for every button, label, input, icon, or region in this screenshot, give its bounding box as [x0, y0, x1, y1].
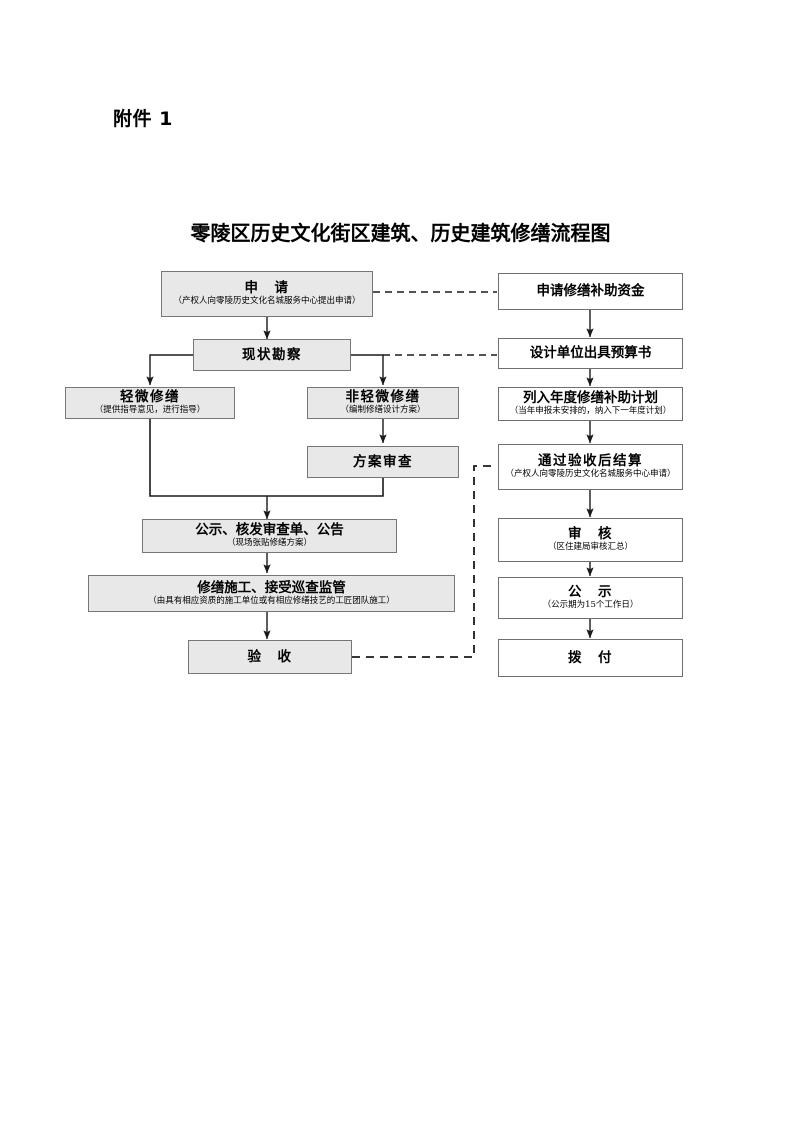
node-publicity[interactable]: 公 示 （公示期为15个工作日） [498, 577, 683, 619]
node-settlement-subtitle: （产权人向零陵历史文化名城服务中心申请） [505, 469, 676, 480]
node-audit-subtitle: （区住建局审核汇总） [547, 542, 633, 553]
node-apply[interactable]: 申 请 （产权人向零陵历史文化名城服务中心提出申请） [161, 271, 373, 317]
node-publicity-subtitle: （公示期为15个工作日） [542, 600, 639, 611]
node-annual-plan-title: 列入年度修缮补助计划 [523, 390, 658, 407]
node-survey[interactable]: 现状勘察 [193, 339, 351, 371]
connector-minor-repair-to-publicity [149, 419, 267, 497]
node-minor-repair-title: 轻微修缮 [120, 389, 180, 406]
node-minor-repair-subtitle: （提供指导意见，进行指导） [94, 405, 206, 416]
node-major-repair[interactable]: 非轻微修缮 （编制修缮设计方案） [307, 387, 459, 419]
node-apply-title: 申 请 [244, 280, 290, 297]
node-minor-repair[interactable]: 轻微修缮 （提供指导意见，进行指导） [65, 387, 235, 419]
node-annual-plan-subtitle: （当年申报未安排的，纳入下一年度计划） [509, 406, 672, 417]
node-disbursement-title: 拨 付 [568, 649, 613, 666]
page-title: 零陵区历史文化街区建筑、历史建筑修缮流程图 [190, 221, 611, 245]
node-construction-title: 修缮施工、接受巡查监管 [197, 579, 346, 596]
node-settlement[interactable]: 通过验收后结算 （产权人向零陵历史文化名城服务中心申请） [498, 444, 683, 490]
attachment-label: 附件 1 [113, 108, 173, 130]
node-plan-review-title: 方案审查 [353, 453, 413, 470]
node-publicity-review-sheet[interactable]: 公示、核发审查单、公告 （现场张贴修缮方案） [142, 519, 397, 553]
node-audit-title: 审 核 [568, 526, 613, 543]
connector-survey-to-minor-repair [146, 354, 193, 386]
node-major-repair-subtitle: （编制修缮设计方案） [340, 405, 426, 416]
node-survey-title: 现状勘察 [242, 346, 302, 363]
node-construction[interactable]: 修缮施工、接受巡查监管 （由具有相应资质的施工单位或有相应修缮技艺的工匠团队施工… [88, 575, 455, 612]
node-audit[interactable]: 审 核 （区住建局审核汇总） [498, 518, 683, 562]
node-annual-plan[interactable]: 列入年度修缮补助计划 （当年申报未安排的，纳入下一年度计划） [498, 387, 683, 421]
node-major-repair-title: 非轻微修缮 [345, 389, 421, 406]
node-budget-statement-title: 设计单位出具预算书 [529, 345, 652, 362]
node-acceptance[interactable]: 验 收 [188, 640, 352, 674]
node-apply-subsidy-title: 申请修缮补助资金 [536, 283, 645, 300]
node-budget-statement[interactable]: 设计单位出具预算书 [498, 338, 683, 369]
connector-survey-to-major-repair [351, 354, 387, 386]
node-apply-subtitle: （产权人向零陵历史文化名城服务中心提出申请） [173, 296, 361, 307]
node-disbursement[interactable]: 拨 付 [498, 639, 683, 677]
node-construction-subtitle: （由具有相应资质的施工单位或有相应修缮技艺的工匠团队施工） [148, 595, 395, 606]
node-publicity-review-sheet-title: 公示、核发审查单、公告 [195, 522, 344, 539]
node-settlement-title: 通过验收后结算 [538, 453, 643, 470]
connector-dashed-acceptance-to-settlement [352, 465, 497, 658]
node-publicity-title: 公 示 [568, 584, 613, 601]
node-acceptance-title: 验 收 [247, 648, 293, 665]
node-plan-review[interactable]: 方案审查 [307, 446, 459, 478]
connector-plan-review-to-publicity [267, 478, 384, 497]
node-publicity-review-sheet-subtitle: （现场张贴修缮方案） [226, 538, 312, 549]
node-apply-subsidy[interactable]: 申请修缮补助资金 [498, 273, 683, 310]
